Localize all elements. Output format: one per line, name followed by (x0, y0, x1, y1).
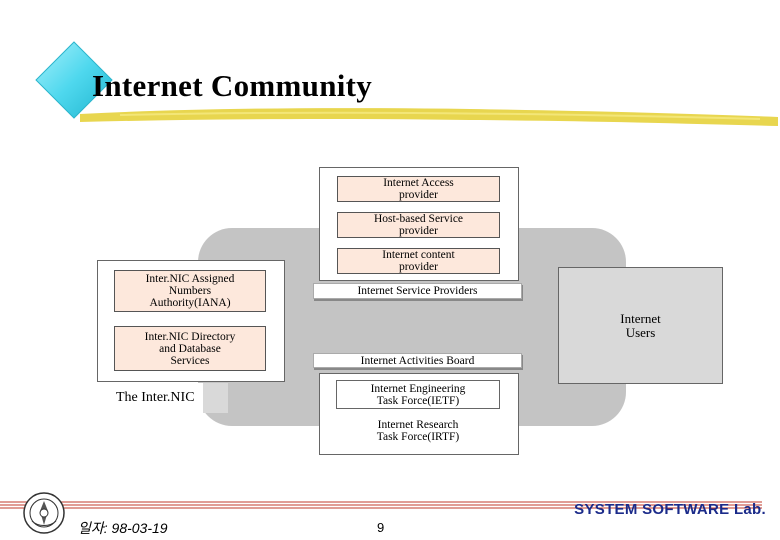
users-line2: Users (625, 324, 656, 340)
internic-label-shade (203, 383, 228, 413)
directory-line1: Inter.NIC Directory (144, 330, 236, 343)
internet-activities-board-bar: Internet Activities Board (313, 353, 522, 368)
slide-title: Internet Community (92, 68, 373, 103)
content-line1: Internet content (382, 249, 455, 261)
host-line1: Host-based Service (373, 213, 464, 225)
directory-line3: Services (170, 354, 210, 367)
access-line2: provider (399, 189, 438, 201)
title-decoration (35, 41, 778, 126)
ietf-line2: Task Force(IETF) (376, 394, 460, 407)
internet-service-providers-bar: Internet Service Providers (313, 283, 522, 299)
directory-line2: and Database (159, 342, 221, 355)
page-number: 9 (377, 520, 385, 535)
iana-line2: Numbers (168, 285, 212, 297)
irtf-line2: Task Force(IRTF) (376, 431, 460, 443)
content-line2: provider (399, 261, 438, 273)
internic-label: The Inter.NIC (116, 390, 195, 405)
users-line1: Internet (620, 310, 661, 326)
diamond-icon (35, 41, 113, 119)
irtf-line1: Internet Research (377, 419, 459, 431)
lab-name: SYSTEM SOFTWARE Lab. (574, 501, 766, 518)
footer-date: 일자: 98-03-19 (78, 520, 168, 536)
host-line2: provider (399, 225, 438, 237)
access-line1: Internet Access (383, 177, 454, 189)
university-emblem-icon (23, 492, 65, 534)
iana-line1: Inter.NIC Assigned (145, 273, 235, 285)
footer-lines (0, 501, 762, 509)
iana-line3: Authority(IANA) (149, 297, 231, 309)
ietf-line1: Internet Engineering (370, 382, 466, 395)
